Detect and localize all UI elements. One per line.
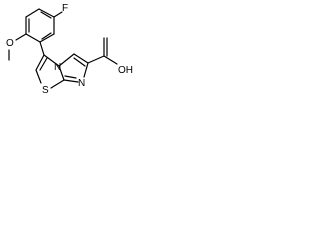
bridge-nitrogen-label: N [54, 62, 61, 73]
fluorine-bond [53, 11, 63, 18]
carboxyl-hydroxyl-label: OH [118, 65, 133, 76]
carboxylic-acid-group [87, 37, 118, 65]
aryl-link-bond [39, 41, 45, 56]
fluorine-label: F [62, 3, 68, 14]
thiazole-sulfur-label: S [42, 85, 49, 96]
imidazole-nitrogen-label: N [78, 78, 85, 89]
imidazothiazole-core [35, 53, 89, 89]
benzene-ring [25, 8, 55, 43]
chemical-structure-diagram: F O S N N OH [6, 3, 133, 96]
methoxy-bond [15, 33, 27, 41]
methoxy-oxygen-label: O [6, 38, 14, 49]
